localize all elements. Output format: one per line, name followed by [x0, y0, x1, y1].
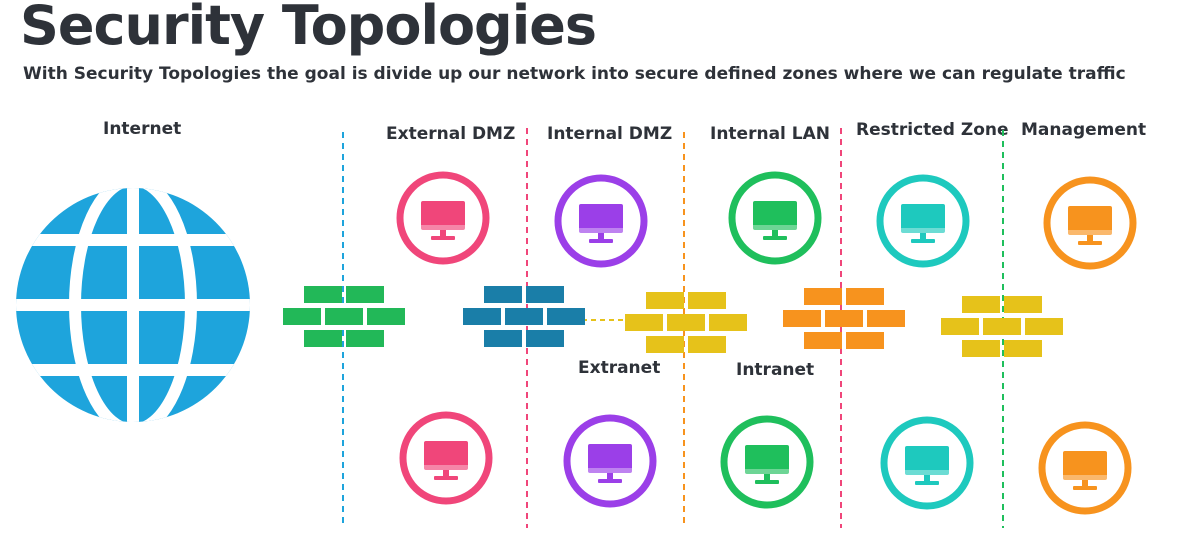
- monitor-icon: [588, 444, 632, 483]
- firewall-icon: [463, 286, 585, 347]
- monitor-icon: [745, 445, 789, 484]
- page-subtitle: With Security Topologies the goal is div…: [23, 64, 1126, 84]
- firewall-icon: [783, 288, 905, 349]
- monitor-icon: [421, 201, 465, 240]
- zone-label-internet: Internet: [103, 119, 182, 139]
- firewall-icon: [941, 296, 1063, 357]
- segment-label-intranet: Intranet: [736, 360, 815, 380]
- monitor-icon: [901, 204, 945, 243]
- external-dmz-node-bottom: [399, 411, 493, 505]
- external-dmz-node-top: [396, 171, 490, 265]
- segment-label-extranet: Extranet: [578, 358, 661, 378]
- monitor-icon: [1063, 451, 1107, 490]
- restricted-zone-node-top: [876, 174, 970, 268]
- monitor-icon: [753, 201, 797, 240]
- management-node-top: [1043, 176, 1137, 270]
- internal-lan-node-bottom: [720, 415, 814, 509]
- zone-label-restricted-zone: Restricted Zone: [856, 120, 1009, 140]
- restricted-zone-node-bottom: [880, 416, 974, 510]
- page-title: Security Topologies: [20, 0, 597, 57]
- zone-label-internal-dmz: Internal DMZ: [547, 124, 673, 144]
- monitor-icon: [424, 441, 468, 480]
- firewall-icon: [283, 286, 405, 347]
- zone-label-management: Management: [1021, 120, 1147, 140]
- monitor-icon: [579, 204, 623, 243]
- zone-label-internal-lan: Internal LAN: [710, 124, 831, 144]
- internal-lan-node-top: [728, 171, 822, 265]
- zone-label-external-dmz: External DMZ: [386, 124, 516, 144]
- zone-nodes: [396, 171, 1137, 515]
- management-node-bottom: [1038, 421, 1132, 515]
- monitor-icon: [1068, 206, 1112, 245]
- firewall-icon: [625, 292, 747, 353]
- internal-dmz-node-top: [554, 174, 648, 268]
- monitor-icon: [905, 446, 949, 485]
- firewalls: [283, 286, 1063, 357]
- globe-icon: [16, 188, 250, 422]
- internal-dmz-node-bottom: [563, 414, 657, 508]
